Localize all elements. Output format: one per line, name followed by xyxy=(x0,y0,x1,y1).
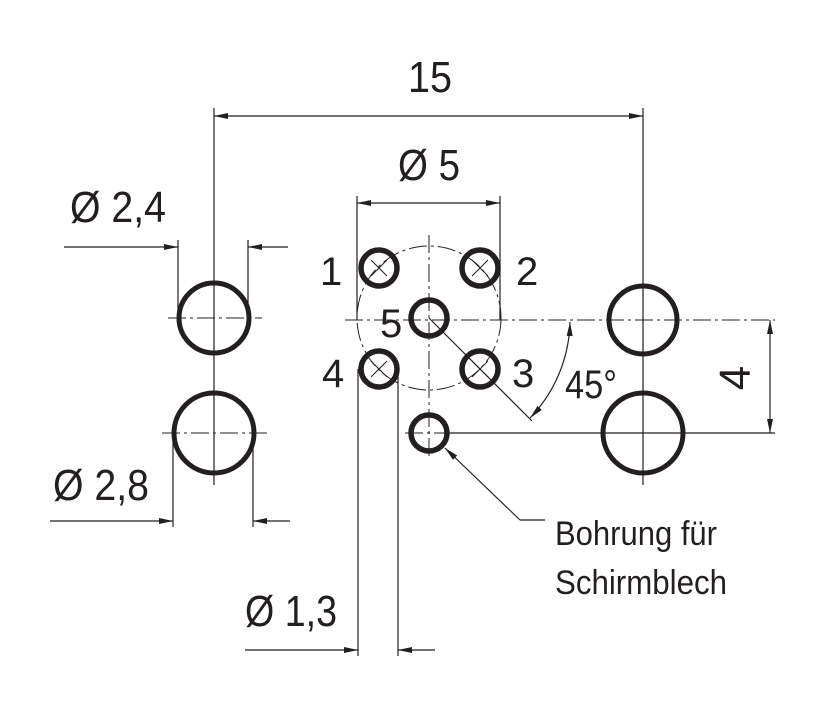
pin-4 xyxy=(358,348,400,390)
dimension-d5: Ø 5 xyxy=(356,141,501,320)
pin-5 xyxy=(408,297,450,339)
dimension-d1-3: Ø 1,3 xyxy=(245,369,435,656)
angle-45-label: 45° xyxy=(565,363,617,407)
dimension-d2-8: Ø 2,8 xyxy=(50,433,290,527)
pitch-circle xyxy=(356,245,502,391)
right-lower-hole xyxy=(600,390,686,476)
dimension-d2-4: Ø 2,4 xyxy=(64,183,288,318)
pin-label-1: 1 xyxy=(320,250,342,294)
pin-label-4: 4 xyxy=(322,352,344,396)
annotation-line-1: Bohrung für xyxy=(555,515,717,553)
pin-1 xyxy=(358,247,400,289)
shield-plate-hole xyxy=(408,412,450,454)
pin-2 xyxy=(459,247,501,289)
right-upper-hole xyxy=(606,283,680,357)
dimension-d2-4-label: Ø 2,4 xyxy=(70,183,166,232)
annotation-line-2: Schirmblech xyxy=(555,564,727,602)
dimension-4-label: 4 xyxy=(711,366,760,390)
dimension-d2-8-label: Ø 2,8 xyxy=(53,461,149,510)
dimension-15-label: 15 xyxy=(408,53,452,102)
pin-label-3: 3 xyxy=(512,352,534,396)
dimension-d1-3-label: Ø 1,3 xyxy=(245,587,337,636)
dimension-4: 4 xyxy=(711,320,773,433)
shield-hole-annotation: Bohrung für Schirmblech xyxy=(444,447,727,602)
dimension-15: 15 xyxy=(214,53,643,119)
pin-label-5: 5 xyxy=(380,302,402,346)
angle-45: 45° xyxy=(428,317,617,422)
pin-label-2: 2 xyxy=(516,250,538,294)
dimension-d5-label: Ø 5 xyxy=(398,141,460,190)
